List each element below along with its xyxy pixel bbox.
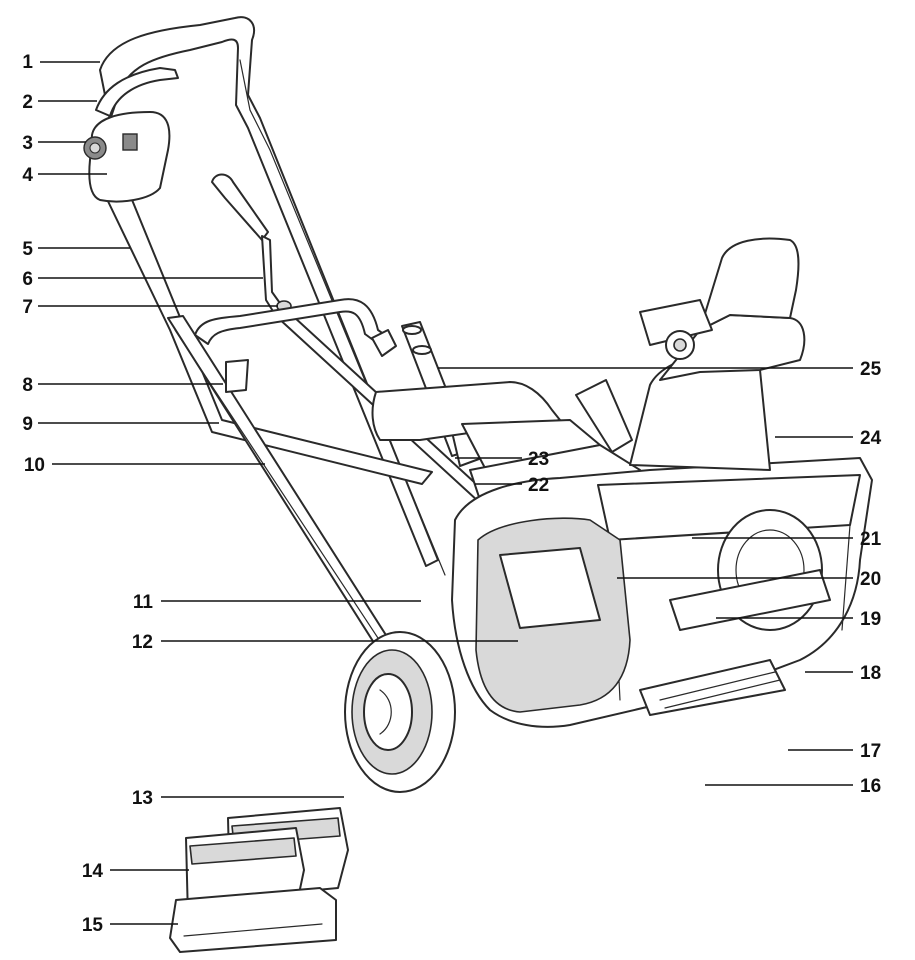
callout-15: 15 [82,915,104,936]
callout-10: 10 [24,455,45,476]
callout-25: 25 [860,359,882,380]
control-box [83,111,171,203]
callout-16: 16 [860,776,881,797]
handle-knob [225,359,249,393]
leader-lines [38,61,853,925]
callout-17: 17 [860,741,881,762]
callout-7: 7 [22,297,33,318]
callout-20: 20 [860,569,881,590]
upper-handle [99,16,446,576]
callout-8: 8 [22,375,33,396]
auger-assembly [639,509,831,716]
callout-9: 9 [22,414,33,435]
callout-3: 3 [22,133,33,154]
callout-1: 1 [22,52,33,73]
callout-24: 24 [860,428,882,449]
callout-2: 2 [22,92,33,113]
callout-12: 12 [132,632,153,653]
callout-18: 18 [860,663,881,684]
wheel [344,631,456,793]
callout-21: 21 [860,529,882,550]
callout-4: 4 [22,165,33,186]
callout-13: 13 [132,788,153,809]
discharge-chute [629,237,806,471]
callout-6: 6 [22,269,33,290]
callout-19: 19 [860,609,881,630]
callout-22: 22 [528,475,549,496]
callout-5: 5 [22,239,33,260]
callout-11: 11 [133,592,154,613]
callout-numbers: 1 2 3 4 5 6 7 8 9 10 11 12 13 14 15 16 1… [22,52,881,936]
callout-23: 23 [528,449,549,470]
callout-14: 14 [82,861,104,882]
bail-lever [95,67,179,117]
chute-lever [575,379,633,453]
battery-charger [169,887,337,953]
